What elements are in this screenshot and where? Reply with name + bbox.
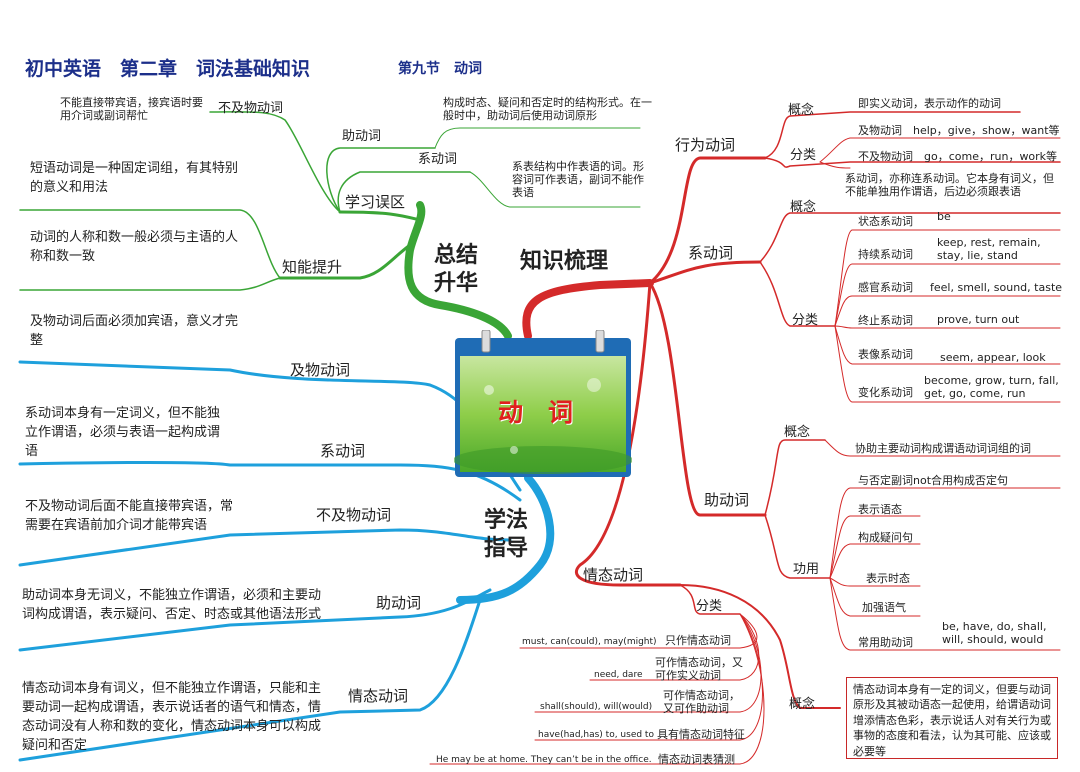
qingtai-cat: 可作情态动词，又可作助动词 <box>663 689 740 716</box>
qingtai-ex: must, can(could), may(might) <box>522 637 657 647</box>
xidongci-item-words: keep, rest, remain, stay, lie, stand <box>937 236 1041 263</box>
trunk-blue <box>456 474 555 604</box>
node-qingtai-dongci: 情态动词 <box>583 566 644 584</box>
xuefa-text: 情态动词本身有词义，但不能独立作谓语，只能和主要动词一起构成谓语，表示说话者的语… <box>22 681 322 753</box>
node-qingtai-gainian: 概念 <box>789 697 816 712</box>
trunk-red <box>522 279 654 340</box>
node-xuefa-jiwu: 及物动词 <box>290 361 351 379</box>
zhudongci-item: 与否定副词not合用构成否定句 <box>858 474 1009 487</box>
node-wuqu-bujiwu: 不及物动词 <box>218 101 284 116</box>
xingwei-gainian-text: 即实义动词，表示动作的动词 <box>858 97 1001 110</box>
node-xuefa-xidongci: 系动词 <box>320 442 366 460</box>
node-wuqu-zhudongci: 助动词 <box>342 129 382 144</box>
calendar-icon <box>453 329 633 477</box>
qingtai-cat: 情态动词表猜测 <box>658 753 735 766</box>
branch-zongjie-shenghua: 总结 升华 <box>434 243 479 296</box>
zhineng-text-2: 动词的人称和数一般必须与主语的人称和数一致 <box>30 230 239 264</box>
qingtai-ex: shall(should), will(would) <box>540 702 653 712</box>
qingtai-cat: 可作情态动词，又可作实义动词 <box>655 656 743 683</box>
xidongci-item-name: 表像系动词 <box>858 348 913 361</box>
node-xidongci: 系动词 <box>688 244 734 262</box>
branch-zhishi-shuli: 知识梳理 <box>520 249 609 274</box>
zhudongci-item: 常用助动词 <box>858 636 913 649</box>
qingtai-cat: 只作情态动词 <box>665 634 731 647</box>
qingtai-cat: 具有情态动词特征 <box>657 728 745 741</box>
node-xuefa-qingtai: 情态动词 <box>348 687 409 705</box>
node-xuefa-zhudongci: 助动词 <box>376 594 422 612</box>
node-xingwei-dongci: 行为动词 <box>675 136 736 154</box>
center-title: 动 词 <box>498 398 574 427</box>
zhudongci-item: 加强语气 <box>862 601 906 614</box>
node-xidongci-fenlei: 分类 <box>792 313 819 328</box>
xidongci-item-name: 感官系动词 <box>858 281 913 294</box>
wuqu-bujiwu-text: 不能直接带宾语，接宾语时要用介词或副词帮忙 <box>60 96 203 123</box>
node-zhudongci-gongyong: 功用 <box>793 562 820 577</box>
zhudongci-changyong-words: be, have, do, shall, will, should, would <box>942 620 1047 647</box>
qingtai-ex: have(had,has) to, used to <box>538 730 654 740</box>
node-wuqu-xidongci: 系动词 <box>418 152 458 167</box>
node-xingwei-fenlei: 分类 <box>790 148 817 163</box>
node-zhineng-tisheng: 知能提升 <box>282 258 343 276</box>
trunk-green <box>404 201 512 340</box>
zhudongci-item: 表示时态 <box>866 572 910 585</box>
xidongci-item-words: feel, smell, sound, taste <box>930 281 1063 294</box>
xidongci-item-words: be <box>937 210 951 223</box>
zhudongci-gainian-text: 协助主要动词构成谓语动词词组的词 <box>855 442 1031 455</box>
node-xuexi-wuqu: 学习误区 <box>345 193 406 211</box>
node-xingwei-gainian: 概念 <box>788 103 815 118</box>
xuefa-text: 及物动词后面必须加宾语，意义才完整 <box>30 314 239 348</box>
xidongci-item-name: 终止系动词 <box>858 314 913 327</box>
xidongci-gainian-text: 系动词，亦称连系动词。它本身有词义，但不能单独用作谓语，后边必须跟表语 <box>845 172 1054 199</box>
xuefa-text: 系动词本身有一定词义，但不能独立作谓语，必须与表语一起构成谓语 <box>25 406 221 459</box>
xidongci-item-name: 状态系动词 <box>858 215 913 228</box>
node-xidongci-gainian: 概念 <box>790 200 817 215</box>
wuqu-zhudongci-text: 构成时态、疑问和否定时的结构形式。在一般时中，助动词后使用动词原形 <box>443 96 652 123</box>
node-zhudongci-gainian: 概念 <box>784 425 811 440</box>
qingtai-gainian-box: 情态动词本身有一定的词义，但要与动词原形及其被动语态一起使用，给谓语动词增添情态… <box>846 677 1058 759</box>
section-title: 第九节 动词 <box>398 61 482 77</box>
node-zhudongci: 助动词 <box>704 491 750 509</box>
qingtai-ex: He may be at home. They can’t be in the … <box>436 755 652 765</box>
xidongci-item-words: prove, turn out <box>937 313 1020 326</box>
xidongci-item-name: 变化系动词 <box>858 386 913 399</box>
zhudongci-item: 构成疑问句 <box>858 531 913 544</box>
zhudongci-item: 表示语态 <box>858 503 902 516</box>
xingwei-jiwu: 及物动词 help，give，show，want等 <box>858 124 1060 137</box>
wuqu-xidongci-text: 系表结构中作表语的词。形容词可作表语，副词不能作表语 <box>512 160 644 200</box>
page-title: 初中英语 第二章 词法基础知识 <box>25 58 311 80</box>
xidongci-item-words: become, grow, turn, fall, get, go, come,… <box>924 374 1059 401</box>
node-qingtai-fenlei: 分类 <box>696 599 723 614</box>
xuefa-text: 不及物动词后面不能直接带宾语，常需要在宾语前加介词才能带宾语 <box>25 499 234 533</box>
branch-xuefa-zhidao: 学法 指导 <box>484 508 529 561</box>
zhineng-text-1: 短语动词是一种固定词组，有其特别的意义和用法 <box>30 161 239 195</box>
qingtai-ex: need, dare <box>594 670 643 680</box>
xidongci-item-words: seem, appear, look <box>940 351 1046 364</box>
node-xuefa-bujiwu: 不及物动词 <box>316 506 392 524</box>
xuefa-text: 助动词本身无词义，不能独立作谓语，必须和主要动词构成谓语，表示疑问、否定、时态或… <box>22 588 322 622</box>
xidongci-item-name: 持续系动词 <box>858 248 913 261</box>
center-calendar: 动 词 <box>453 329 633 478</box>
xingwei-bujiwu: 不及物动词 go，come，run，work等 <box>858 150 1058 163</box>
